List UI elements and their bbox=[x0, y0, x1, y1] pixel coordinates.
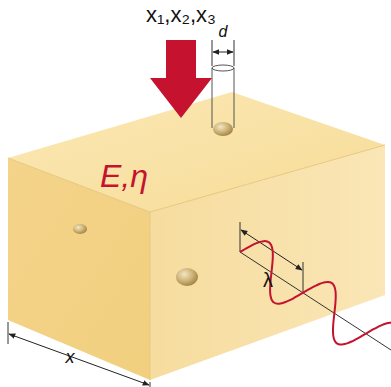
size-label: x bbox=[66, 348, 75, 366]
wave-axis bbox=[240, 252, 391, 350]
dimension-line bbox=[9, 334, 149, 385]
left-face bbox=[8, 158, 150, 380]
inclusion-sphere bbox=[73, 224, 87, 234]
hole-wall bbox=[212, 68, 213, 128]
extension-line bbox=[150, 382, 151, 387]
inclusion-sphere bbox=[176, 268, 198, 286]
load-label: x₁,x₂,x₃ bbox=[146, 4, 216, 26]
load-arrow bbox=[150, 40, 212, 118]
wavelength-label: λ bbox=[263, 270, 273, 290]
extension-line bbox=[8, 322, 9, 344]
dimension-line bbox=[213, 52, 233, 53]
hole-top bbox=[212, 65, 234, 71]
right-face bbox=[150, 145, 385, 380]
diameter-label: d bbox=[219, 24, 228, 40]
extension-line bbox=[212, 40, 213, 66]
sine-wave bbox=[240, 241, 391, 344]
extension-line bbox=[234, 40, 235, 66]
extension-line bbox=[303, 262, 304, 292]
material-properties: E,η bbox=[100, 160, 148, 192]
extension-line bbox=[240, 222, 241, 252]
hole-wall bbox=[234, 68, 235, 128]
cube-edges bbox=[8, 145, 385, 380]
inclusion-sphere bbox=[213, 122, 233, 136]
